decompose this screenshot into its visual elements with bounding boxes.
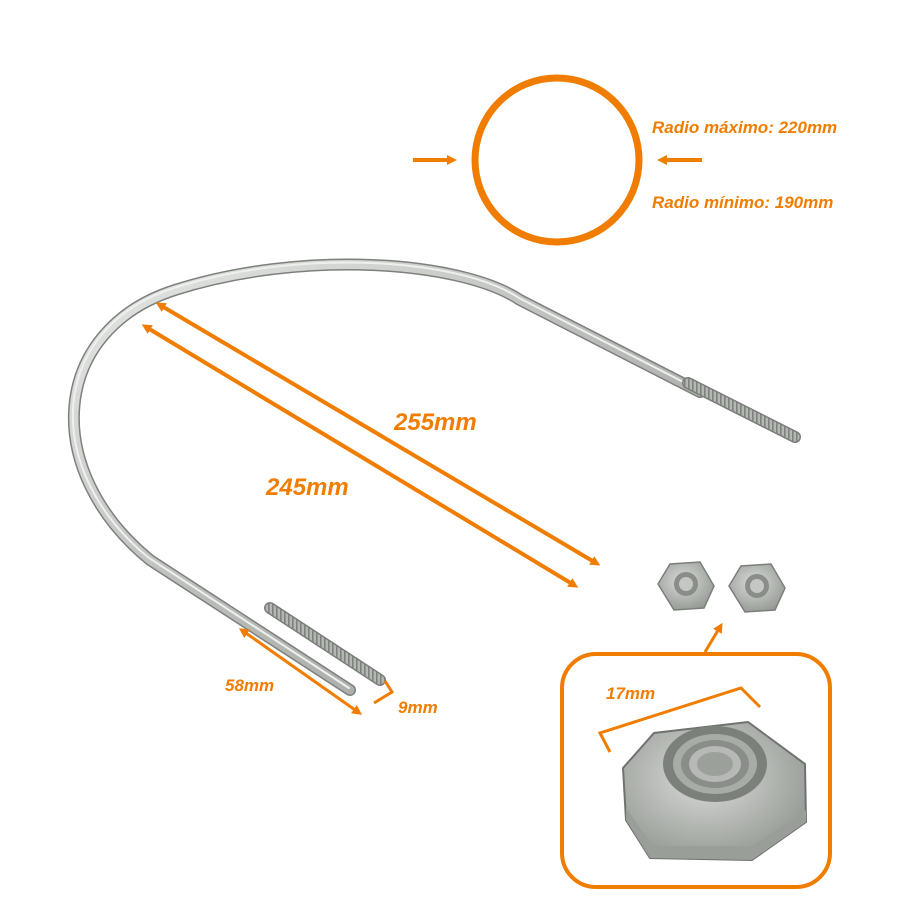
rod-diameter-label: 9mm [398, 698, 438, 717]
arrow-icon [597, 686, 762, 753]
u-bolt-image [67, 258, 801, 696]
arrow-icon [155, 302, 601, 566]
nut-width-label: 17mm [606, 684, 655, 703]
circle-icon [471, 74, 643, 246]
arrow-icon [238, 628, 363, 715]
nut-detail-box [560, 652, 832, 889]
arrow-icon [373, 680, 395, 705]
outer-length-label: 255mm [393, 409, 477, 436]
radius-indicator [413, 74, 702, 246]
radius-min-label: Radio mínimo: 190mm [652, 193, 833, 212]
inner-length-label: 245mm [265, 474, 349, 501]
arrow-icon [141, 324, 579, 588]
arrow-icon [703, 622, 723, 653]
length-arrows [141, 302, 601, 715]
thread-length-label: 58mm [225, 676, 274, 695]
small-nuts [657, 561, 786, 653]
radius-max-label: Radio máximo: 220mm [652, 118, 837, 137]
hex-nut-icon [621, 720, 808, 862]
hex-nut-icon [728, 563, 786, 613]
hex-nut-icon [657, 561, 715, 611]
